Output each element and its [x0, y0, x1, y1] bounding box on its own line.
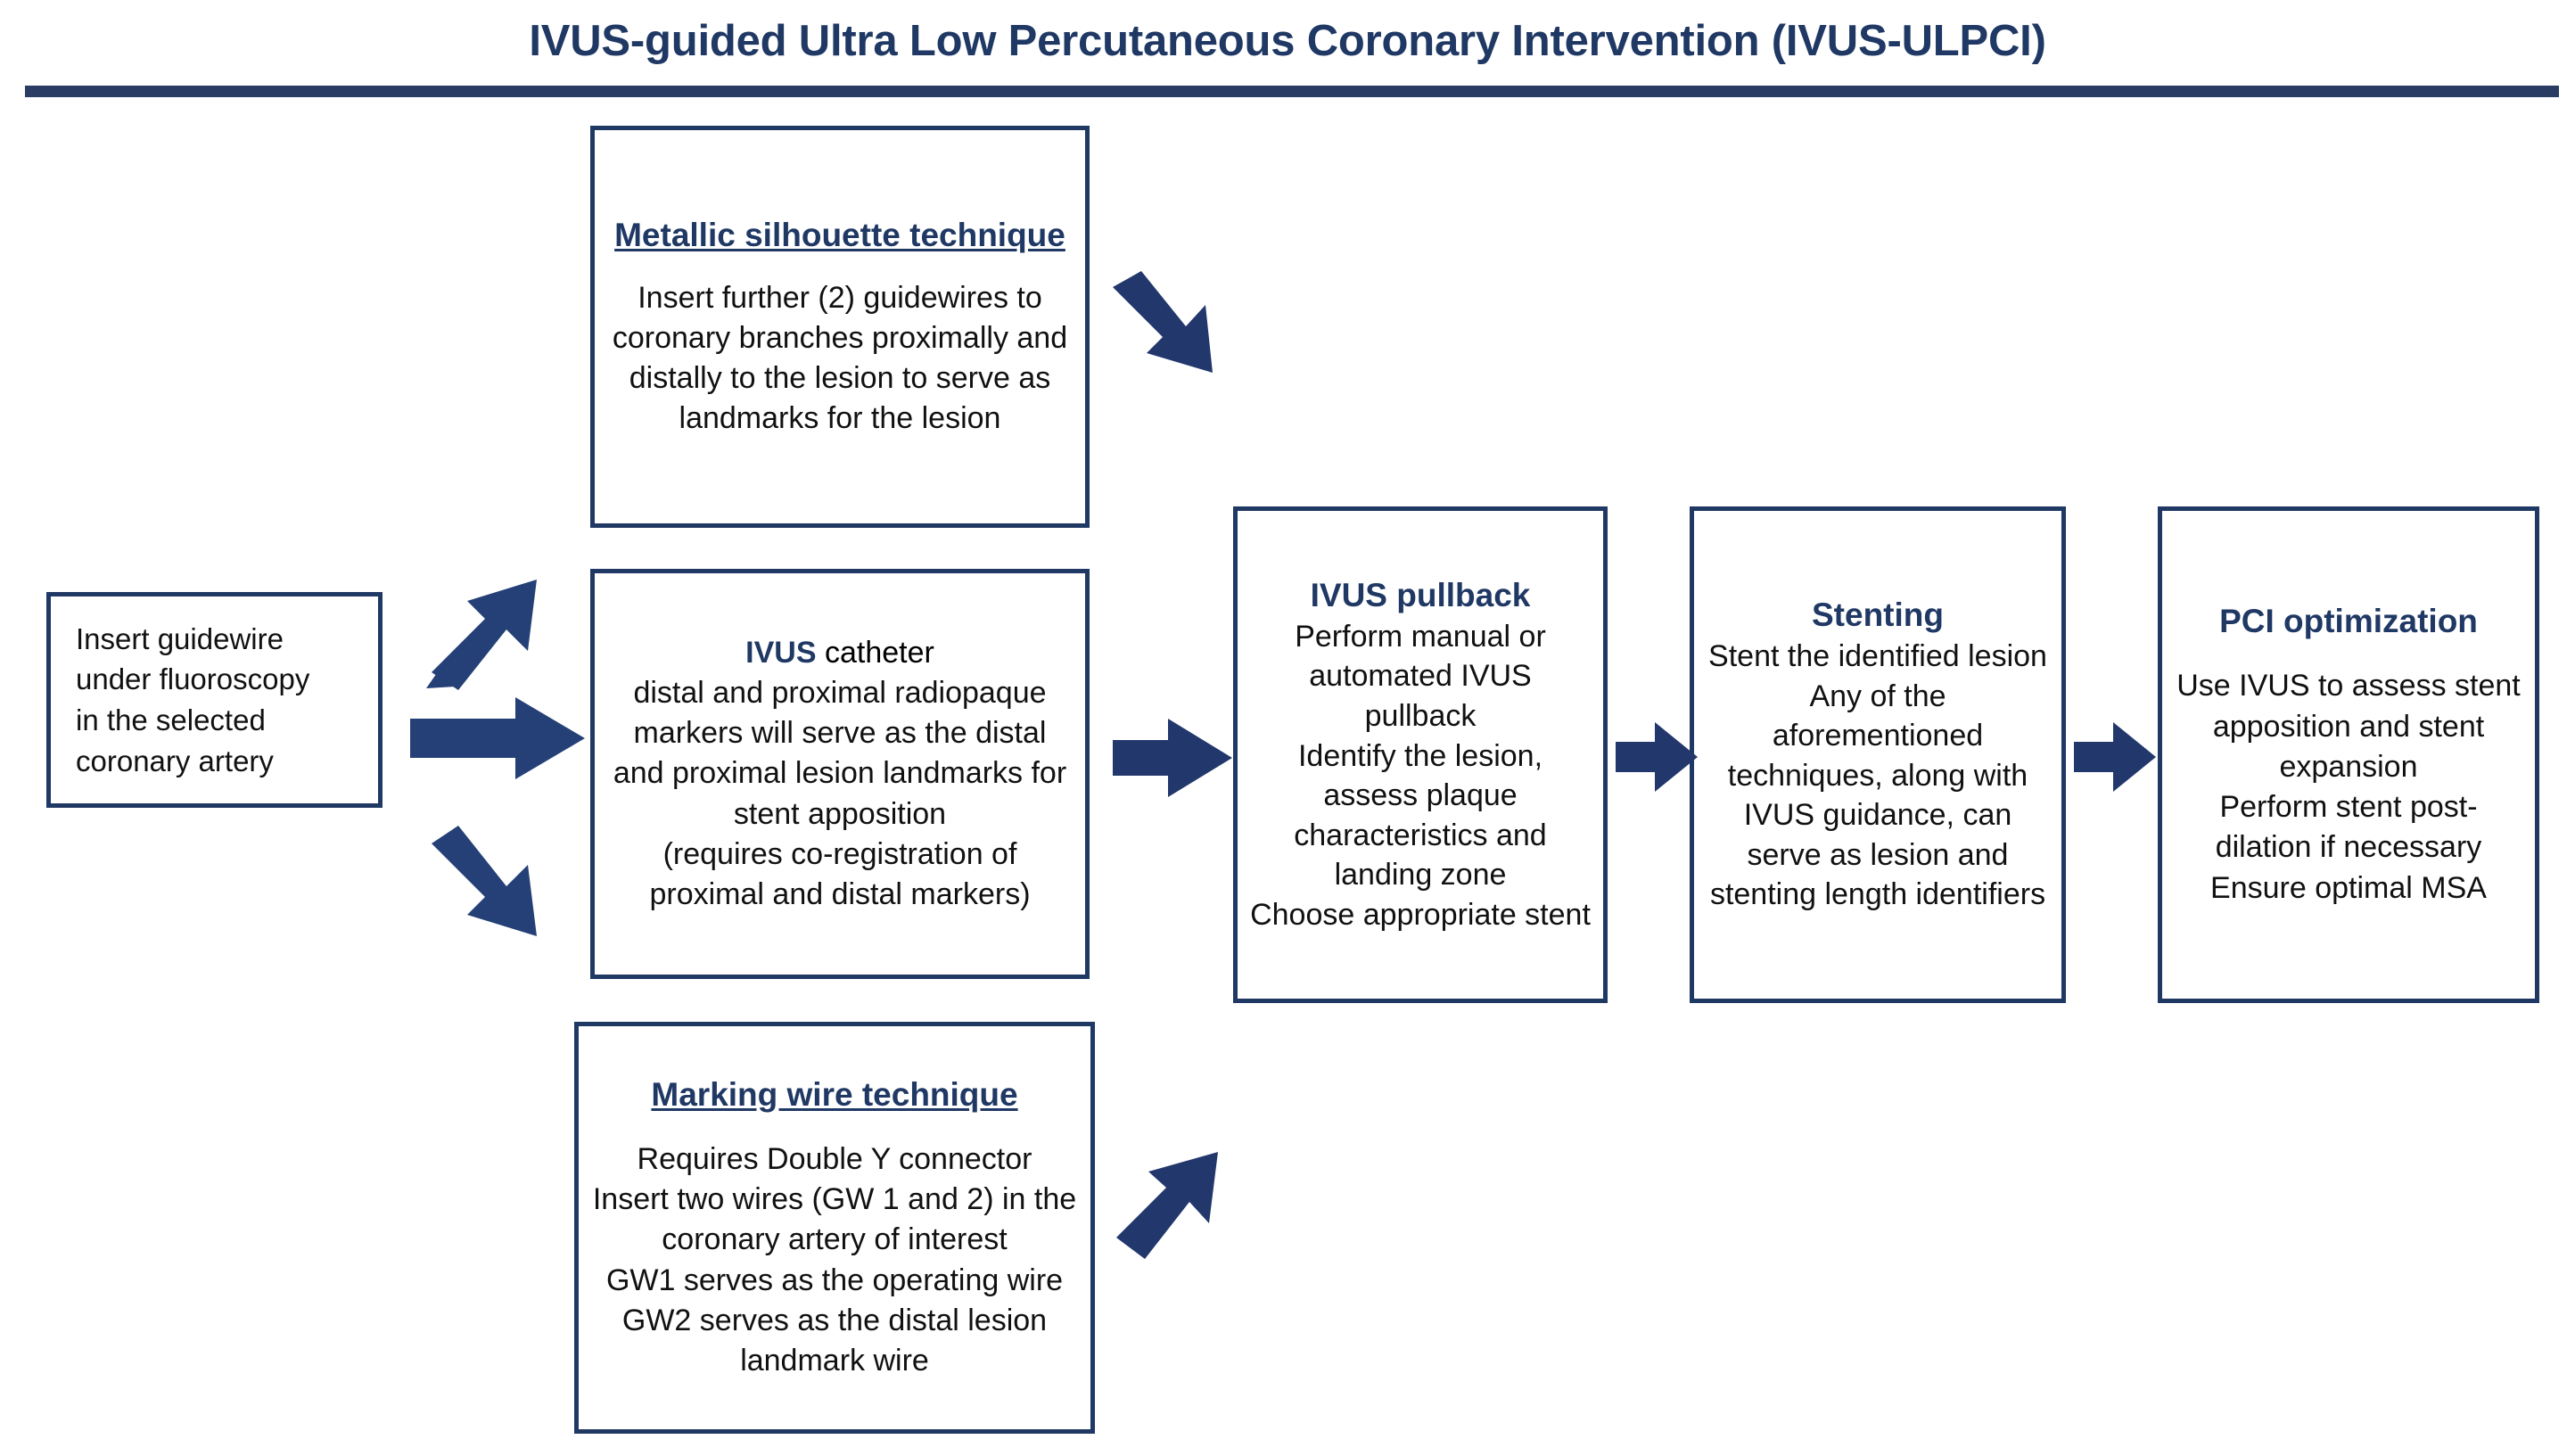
node-ivus-pullback[interactable]: IVUS pullback Perform manual or automate…: [1233, 506, 1608, 1003]
node-ivus-catheter-body: distal and proximal radiopaque markers w…: [613, 675, 1067, 912]
node-metallic-silhouette-technique[interactable]: Metallic silhouette technique Insert fur…: [590, 126, 1090, 528]
node-ivus-catheter-lead-rest: catheter: [816, 635, 934, 670]
arrow-start-to-ivus-catheter-icon: [410, 694, 588, 783]
node-stenting-heading: Stenting: [1812, 596, 1944, 634]
node-insert-guidewire-body: Insert guidewire under fluoroscopy in th…: [76, 621, 310, 777]
node-marking-body: Requires Double Y connector Insert two w…: [592, 1141, 1077, 1378]
arrow-start-to-metallic-icon: [419, 574, 580, 699]
node-stenting-body: Stent the identified lesion Any of the a…: [1708, 639, 2047, 912]
arrow-ivus-catheter-to-pullback-icon: [1113, 713, 1238, 802]
page-title: IVUS-guided Ultra Low Percutaneous Coron…: [529, 17, 2046, 65]
arrow-stenting-to-pci-icon: [2074, 719, 2160, 795]
node-marking-wire-technique[interactable]: Marking wire technique Requires Double Y…: [574, 1022, 1095, 1434]
arrow-metallic-to-pullback-icon: [1106, 267, 1257, 383]
node-pci-optimization[interactable]: PCI optimization Use IVUS to assess sten…: [2158, 506, 2539, 1003]
node-stenting[interactable]: Stenting Stent the identified lesion Any…: [1690, 506, 2066, 1003]
node-insert-guidewire[interactable]: Insert guidewire under fluoroscopy in th…: [46, 592, 383, 808]
title-divider-rule: [25, 86, 2559, 97]
node-pci-optimization-body: Use IVUS to assess stent apposition and …: [2176, 669, 2521, 905]
node-marking-heading: Marking wire technique: [651, 1075, 1018, 1113]
arrow-marking-to-pullback-icon: [1107, 1150, 1259, 1275]
node-ivus-pullback-body: Perform manual or automated IVUS pullbac…: [1250, 619, 1591, 932]
node-ivus-catheter-lead-bold: IVUS: [745, 635, 817, 670]
node-ivus-catheter[interactable]: IVUS catheter distal and proximal radiop…: [590, 569, 1090, 979]
node-pci-optimization-heading: PCI optimization: [2219, 603, 2478, 640]
arrow-start-to-marking-icon: [419, 820, 580, 945]
arrow-pullback-to-stenting-icon: [1616, 719, 1701, 795]
node-metallic-body: Insert further (2) guidewires to coronar…: [612, 280, 1068, 436]
node-ivus-pullback-heading: IVUS pullback: [1310, 576, 1531, 613]
node-ivus-catheter-lead: IVUS catheter: [745, 633, 934, 673]
node-metallic-heading: Metallic silhouette technique: [614, 216, 1065, 253]
